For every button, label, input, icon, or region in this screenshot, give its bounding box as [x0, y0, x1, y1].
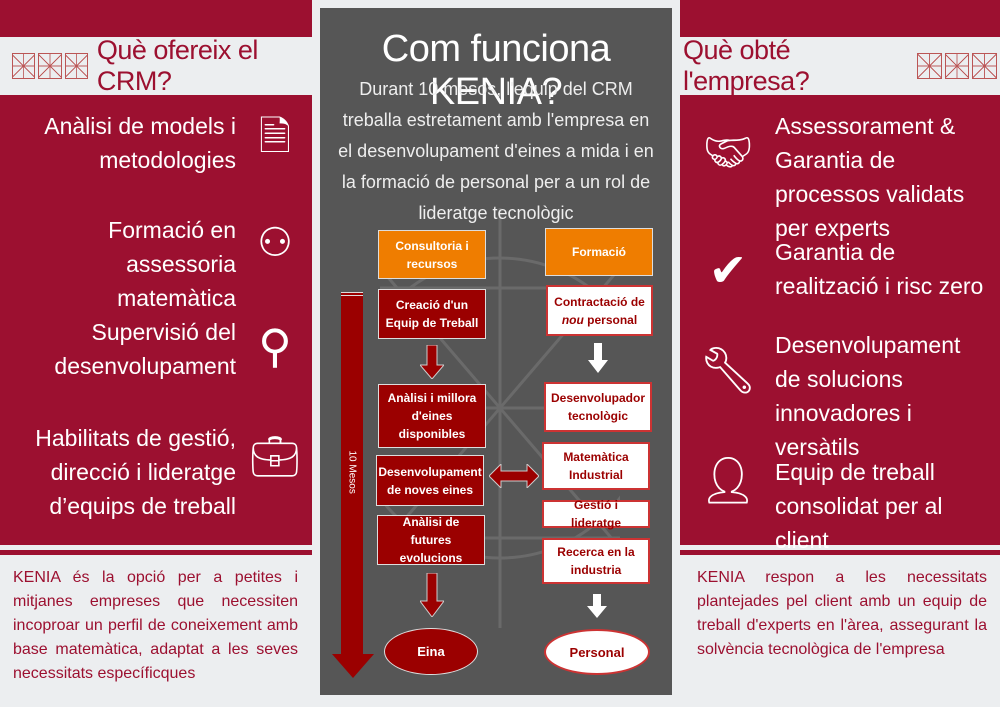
- left-panel: Anàlisi de models i metodologies Formaci…: [0, 95, 312, 545]
- result-eina: Eina: [384, 628, 478, 675]
- step-box: Creació d'un Equip de Treball: [378, 289, 486, 339]
- consultoria-header: Consultoria i recursos: [378, 230, 486, 279]
- center-panel: Com funciona KENIA? Durant 10 mesos, l'e…: [320, 8, 672, 695]
- right-top-band: [680, 0, 1000, 37]
- timeline-bar: 10 Mesos: [341, 292, 363, 656]
- grid-pattern-icon: [12, 53, 36, 79]
- benefit-item: Garantia de realització i risc zero: [775, 239, 984, 299]
- right-panel: Assessorament & Garantia de processos va…: [680, 95, 1000, 553]
- double-arrow-icon: [489, 464, 539, 488]
- benefit-item: Equip de treball consolidat per al clien…: [775, 459, 943, 553]
- timeline-arrowhead: [332, 654, 374, 678]
- arrow-down-icon: [587, 594, 607, 618]
- center-title: Com funciona KENIA?: [381, 28, 611, 113]
- result-personal: Personal: [544, 629, 650, 675]
- benefit-item: Assessorament & Garantia de processos va…: [775, 113, 965, 241]
- people-exchange-icon: ⚇: [257, 221, 293, 265]
- left-footer-text: KENIA és la opció per a petites i mitjan…: [13, 569, 298, 682]
- grid-pattern-icon: [944, 53, 970, 79]
- step-box: Gestió i lideratge: [542, 498, 650, 530]
- grid-pattern-icon: [38, 53, 62, 79]
- magnifier-icon: ⚲: [258, 320, 292, 372]
- timeline-label: 10 Mesos: [346, 450, 358, 494]
- grid-pattern-icon: [64, 53, 88, 79]
- benefit-item: Desenvolupament de solucions innovadores…: [775, 332, 961, 460]
- right-footer-text: KENIA respon a les necessitats plantejad…: [697, 569, 987, 658]
- offer-item: Anàlisi de models i metodologies: [44, 113, 236, 173]
- grid-pattern-icon: [916, 53, 942, 79]
- arrow-down-icon: [420, 345, 444, 379]
- arrow-down-icon: [420, 573, 444, 617]
- left-heading-text: Què ofereix el CRM?: [96, 35, 259, 96]
- left-heading: Què ofereix el CRM?: [12, 35, 312, 96]
- center-intro: Durant 10 mesos, l'equip del CRM treball…: [338, 79, 654, 223]
- right-heading: Què obté l'empresa?: [683, 35, 1000, 96]
- step-box: Recerca en la industria: [542, 538, 650, 584]
- formacio-header: Formació: [545, 228, 653, 276]
- wrench-icon: 🔧︎: [698, 344, 758, 396]
- right-divider: [680, 550, 1000, 555]
- person-icon: 👤︎: [698, 454, 758, 506]
- grid-pattern-icon: [972, 53, 998, 79]
- checkmark-icon: ✔: [708, 244, 748, 296]
- left-top-band: [0, 0, 312, 37]
- step-box: Desenvolupament de noves eines: [376, 455, 484, 506]
- briefcase-icon: 💼︎: [249, 435, 301, 479]
- step-box: Matemàtica Industrial: [542, 442, 650, 490]
- offer-item: Supervisió del desenvolupament: [54, 319, 236, 379]
- step-box: Desenvolupador tecnològic: [544, 382, 652, 432]
- handshake-icon: 🤝︎: [702, 131, 754, 175]
- report-chart-icon: 🗎: [258, 115, 292, 159]
- step-box: Anàlisi de futures evolucions: [377, 515, 485, 565]
- step-box: Anàlisi i millora d'eines disponibles: [378, 384, 486, 448]
- offer-item: Formació en assessoria matemàtica: [108, 217, 236, 311]
- offer-item: Habilitats de gestió, direcció i liderat…: [35, 425, 236, 519]
- left-divider: [0, 550, 312, 555]
- right-heading-text: Què obté l'empresa?: [683, 35, 810, 96]
- arrow-down-icon: [588, 343, 608, 373]
